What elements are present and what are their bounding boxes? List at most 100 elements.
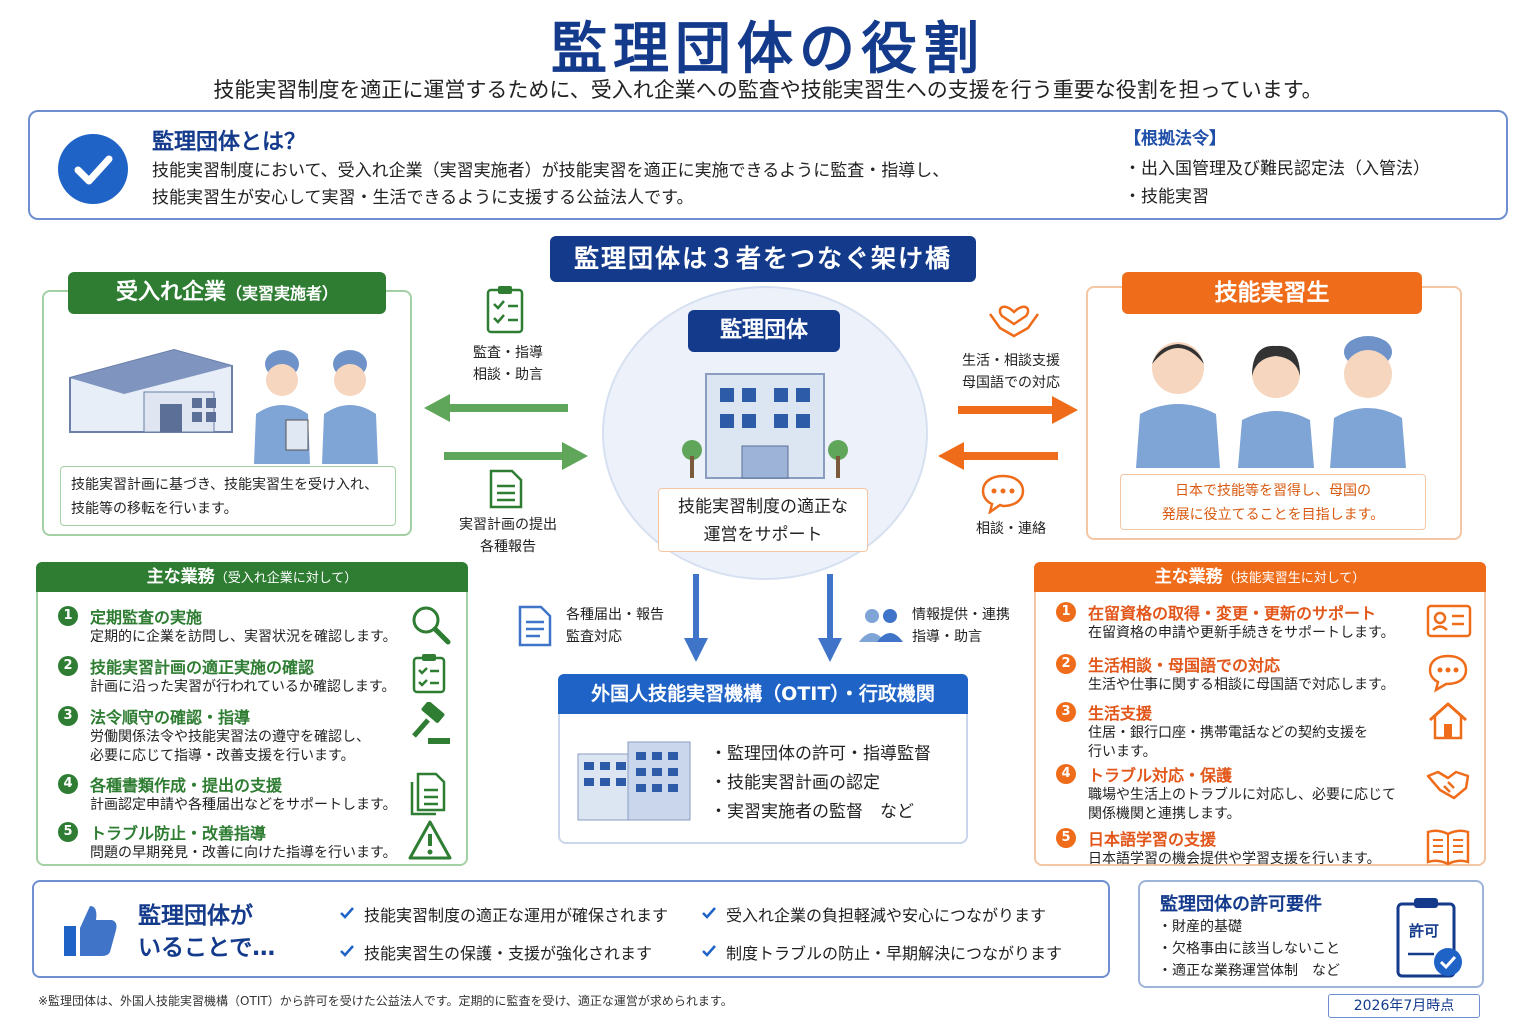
thumbs-up-icon — [64, 906, 117, 956]
company-card: 受入れ企業（実習実施者） 技能実習計画に基づき、技能実習生を受け入れ、 技能等の… — [42, 272, 412, 536]
arrow-label: 生活・相談支援 母国語での対応 — [948, 350, 1074, 394]
duty-number: 5 — [58, 822, 78, 842]
trainee-duties-box: 主な業務（技能実習生に対して） 1 在留資格の取得・変更・更新のサポート在留資格の… — [1034, 562, 1488, 867]
intro-line-1: 技能実習制度において、受入れ企業（実習実施者）が技能実習を適正に実施できるように… — [152, 161, 950, 181]
permit-stamp: 許可 — [1408, 922, 1439, 940]
duty-title: トラブル防止・改善指導 — [90, 824, 267, 843]
otit-item: ・実習実施者の監督 など — [710, 802, 914, 822]
company-title: 受入れ企業（実習実施者） — [68, 272, 386, 314]
arrow-from-trainee — [938, 442, 1058, 470]
duty-desc: 計画認定申請や各種届出などをサポートします。 — [90, 797, 397, 813]
permit-item: ・適正な業務運営体制 など — [1158, 963, 1340, 979]
duty-title: 日本語学習の支援 — [1088, 830, 1217, 849]
duty-item: 2 生活相談・母国語での対応生活や仕事に関する相談に母国語で対応します。 — [1036, 650, 1488, 710]
duty-desc: 計画に沿った実習が行われているか確認します。 — [90, 679, 396, 695]
duty-number: 3 — [58, 706, 78, 726]
checkmark-icon — [58, 134, 128, 204]
duty-title: 法令順守の確認・指導 — [90, 708, 251, 727]
down-right-label-1: 情報提供・連携 — [912, 607, 1010, 623]
company-duties-title: 主な業務（受入れ企業に対して） — [36, 562, 468, 592]
duty-title: 各種書類作成・提出の支援 — [90, 776, 283, 795]
trainees-icon — [1136, 336, 1406, 468]
trainee-desc: 日本で技能等を習得し、母国の 発展に役立てることを目指します。 — [1120, 474, 1426, 530]
factory-icon — [69, 348, 233, 433]
duty-number: 4 — [58, 774, 78, 794]
duty-desc: 生活や仕事に関する相談に母国語で対応します。 — [1088, 677, 1395, 693]
center-desc-2: 運営をサポート — [703, 525, 823, 545]
permit-heading: 監理団体の許可要件 — [1160, 894, 1322, 915]
duty-title: 生活支援 — [1088, 704, 1153, 723]
permit-clipboard-icon — [1396, 898, 1462, 978]
from-trainee-label: 相談・連絡 — [976, 521, 1046, 537]
duty-desc: 必要に応じて指導・改善支援を行います。 — [90, 748, 355, 764]
report-document-icon — [518, 605, 552, 647]
center-desc: 技能実習制度の適正な 運営をサポート — [658, 488, 868, 552]
law-heading: 【根拠法令】 — [1124, 129, 1226, 149]
arrow-to-company — [424, 394, 568, 422]
duty-title: 在留資格の取得・変更・更新のサポート — [1088, 604, 1377, 623]
duty-number: 4 — [1056, 764, 1076, 784]
trainee-duties-title: 主な業務（技能実習生に対して） — [1034, 562, 1486, 592]
trainee-title: 技能実習生 — [1122, 272, 1422, 314]
company-desc-1: 技能実習計画に基づき、技能実習生を受け入れ、 — [71, 477, 379, 493]
checklist-icon — [408, 652, 454, 698]
arrow-down-left — [684, 574, 708, 662]
from-company-label-1: 実習計画の提出 — [459, 517, 557, 533]
arrow-down-right — [818, 574, 842, 662]
otit-box: 外国人技能実習機構（OTIT）・行政機関 ・監理団体の許可・指導監督 ・技能実習… — [558, 674, 968, 844]
duty-desc: 日本語学習の機会提供や学習支援を行います。 — [1088, 851, 1381, 867]
benefit-text: 受入れ企業の負担軽減や安心につながります — [726, 906, 1047, 925]
duty-number: 1 — [1056, 602, 1076, 622]
benefit-text: 制度トラブルの防止・早期解決につながります — [726, 944, 1063, 963]
duty-number: 1 — [58, 606, 78, 626]
arrow-from-company — [444, 442, 588, 470]
arrow-to-trainee — [958, 396, 1078, 424]
duty-number: 2 — [58, 656, 78, 676]
law-item: ・出入国管理及び難民認定法（入管法） — [1124, 159, 1430, 179]
duty-desc: 関係機関と連携します。 — [1088, 806, 1241, 822]
people-icon — [859, 609, 903, 642]
benefits-heading-1: 監理団体が — [138, 903, 253, 929]
duty-item: 5 トラブル防止・改善指導問題の早期発見・改善に向けた指導を行います。 — [38, 818, 470, 878]
company-duties-title-sub: （受入れ企業に対して） — [214, 571, 358, 586]
bridge-banner: 監理団体は３者をつなぐ架け橋 — [550, 236, 976, 282]
office-building-icon — [682, 373, 848, 479]
duty-desc: 定期的に企業を訪問し、実習状況を確認します。 — [90, 629, 397, 645]
center-title: 監理団体 — [688, 310, 840, 352]
chat-icon — [1426, 650, 1472, 696]
duty-desc: 在留資格の申請や更新手続きをサポートします。 — [1088, 625, 1395, 641]
company-title-sub: （実習実施者） — [226, 284, 339, 303]
documents-icon — [408, 770, 454, 816]
trainee-desc-2: 発展に役立てることを目指します。 — [1161, 507, 1385, 523]
benefits-box: 監理団体が いることで… 技能実習制度の適正な運用が確保されます受入れ企業の負担… — [32, 880, 1110, 978]
chat-icon — [981, 474, 1025, 514]
from-company-label-2: 各種報告 — [480, 539, 536, 555]
arrow-label: 監査・指導 相談・助言 — [448, 342, 568, 386]
benefits-heading: 監理団体が いることで… — [138, 900, 275, 964]
arrow-label: 実習計画の提出 各種報告 — [448, 514, 568, 558]
duty-number: 3 — [1056, 702, 1076, 722]
check-icon — [338, 904, 356, 926]
permit-item: ・財産的基礎 — [1158, 919, 1242, 935]
clipboard-check-icon — [486, 286, 524, 334]
document-icon — [489, 469, 523, 509]
down-left-label-2: 監査対応 — [566, 629, 622, 645]
duty-number: 2 — [1056, 654, 1076, 674]
company-duties-title-main: 主な業務 — [146, 567, 215, 587]
trainee-duties-title-sub: （技能実習生に対して） — [1222, 571, 1366, 586]
page-title: 監理団体の役割 — [551, 17, 985, 82]
duty-title: 生活相談・母国語での対応 — [1088, 656, 1281, 675]
otit-item: ・技能実習計画の認定 — [710, 773, 880, 793]
down-right-label: 情報提供・連携 指導・助言 — [912, 604, 1010, 648]
to-company-label-2: 相談・助言 — [473, 367, 543, 383]
to-trainee-label-2: 母国語での対応 — [962, 375, 1060, 391]
magnifier-icon — [408, 602, 454, 648]
trainee-duties-title-main: 主な業務 — [1154, 567, 1223, 587]
book-icon — [1426, 824, 1472, 870]
permit-item: ・欠格事由に該当しないこと — [1158, 941, 1340, 957]
footnote: ※監理団体は、外国人技能実習機構（OTIT）から許可を受けた公益法人です。定期的… — [38, 994, 733, 1008]
duty-desc: 問題の早期発見・改善に向けた指導を行います。 — [90, 845, 397, 861]
company-desc: 技能実習計画に基づき、技能実習生を受け入れ、 技能等の移転を行います。 — [60, 466, 396, 526]
